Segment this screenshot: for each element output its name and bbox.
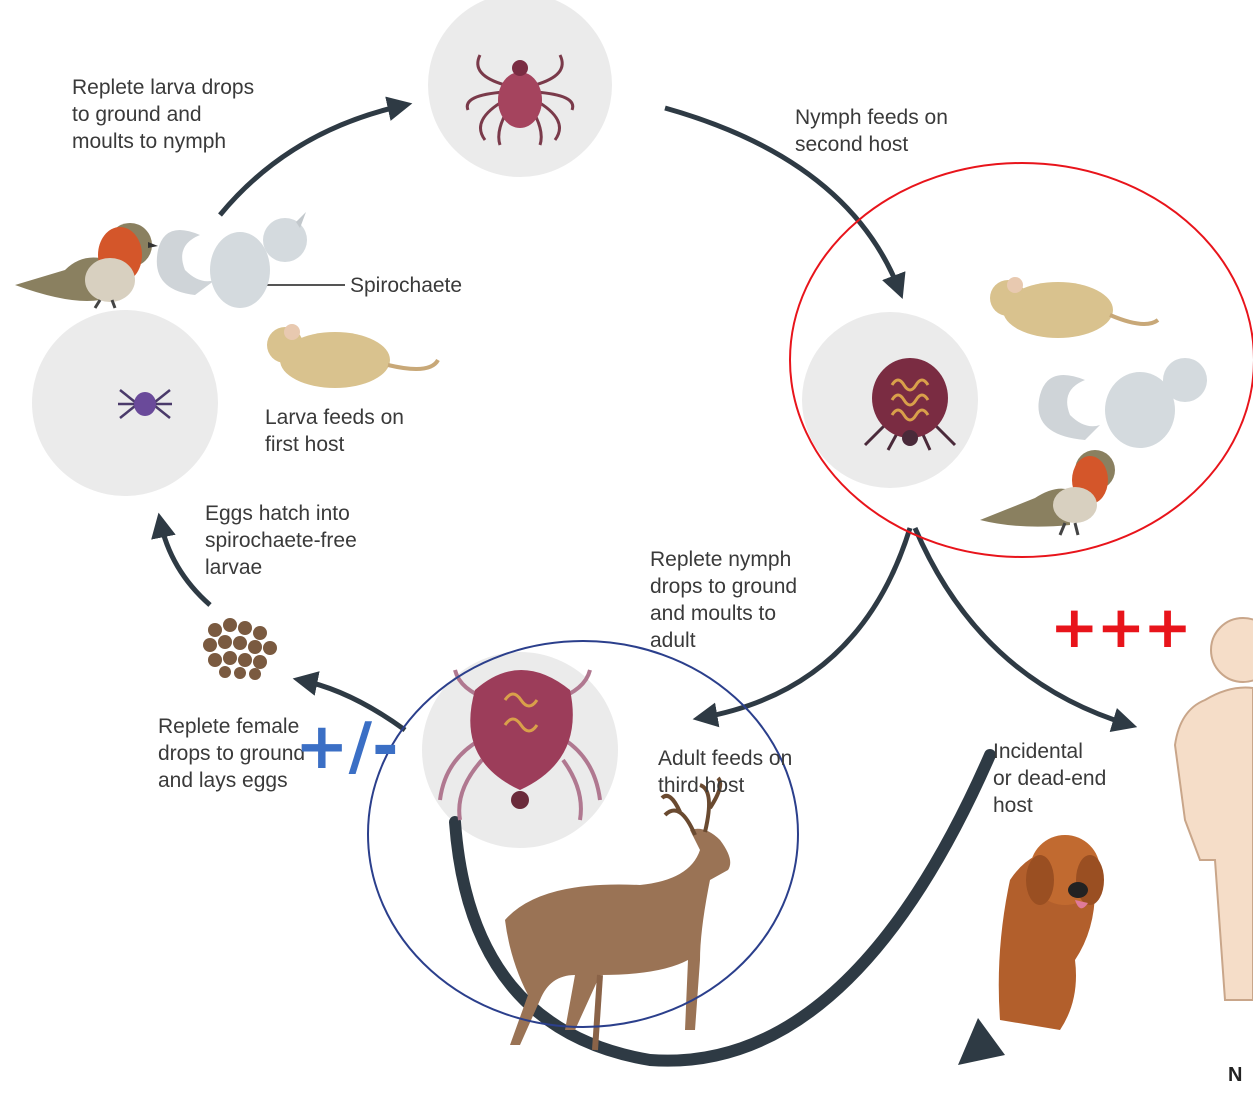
label-adult-feeds: Adult feeds on third host <box>658 745 792 799</box>
nymph-tick-body <box>498 72 542 128</box>
label-larva-feeds: Larva feeds on first host <box>265 404 404 458</box>
label-nymph-drops: Replete nymph drops to ground and moults… <box>650 546 797 654</box>
label-incidental-host: Incidental or dead-end host <box>993 738 1106 819</box>
arrow-deer-to-dog-head <box>958 1018 1005 1065</box>
label-nymph-feeds: Nymph feeds on second host <box>795 104 948 158</box>
mouse-icon-right <box>990 277 1158 338</box>
dog-icon <box>999 835 1104 1030</box>
label-female-drops: Replete female drops to ground and lays … <box>158 713 305 794</box>
squirrel-icon <box>157 212 307 308</box>
label-larva-drops: Replete larva drops to ground and moults… <box>72 74 254 155</box>
corner-letter: N <box>1228 1064 1242 1087</box>
robin-icon-right <box>980 450 1115 535</box>
nymph-tick-head <box>512 60 528 76</box>
larva-tick-icon <box>118 390 172 418</box>
human-icon <box>1175 618 1253 1000</box>
arrow-eggs-to-larva <box>160 520 210 605</box>
variable-risk-marker: +/- <box>295 715 399 779</box>
mouse-icon <box>267 324 438 388</box>
eggs-icon <box>203 618 277 680</box>
label-eggs-hatch: Eggs hatch into spirochaete-free larvae <box>205 500 357 581</box>
label-spirochaete: Spirochaete <box>350 272 462 299</box>
squirrel-icon-right <box>1038 358 1207 448</box>
robin-icon <box>15 223 158 308</box>
high-risk-marker: +++ <box>1050 598 1190 656</box>
